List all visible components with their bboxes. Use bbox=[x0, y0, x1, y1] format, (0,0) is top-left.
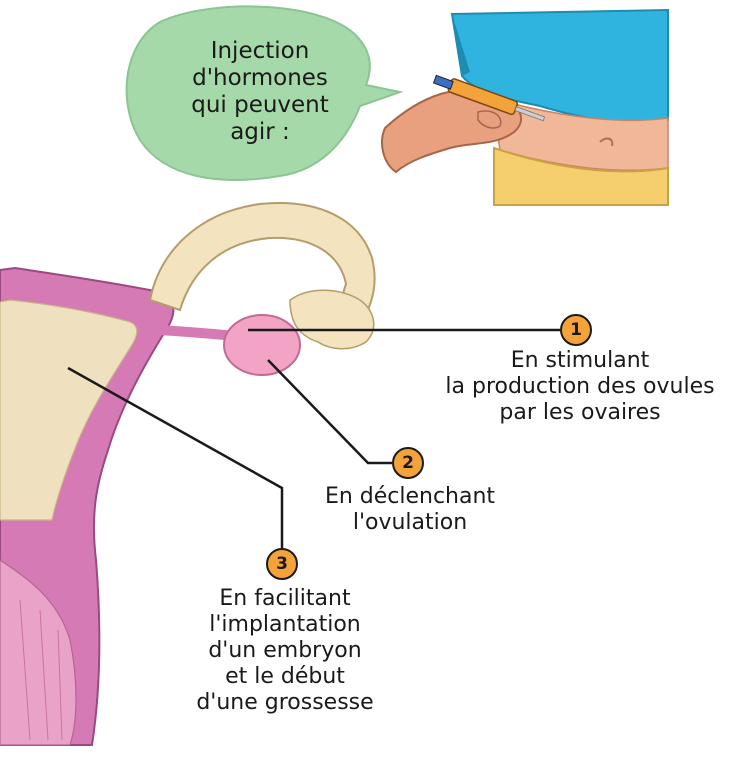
callout-badge-1: 1 bbox=[560, 314, 592, 346]
callout-text-3: En facilitant l'implantation d'un embryo… bbox=[175, 586, 395, 716]
callout-badge-3: 3 bbox=[266, 548, 298, 580]
callout-line: l'ovulation bbox=[300, 510, 520, 536]
bubble-line: d'hormones bbox=[140, 65, 380, 92]
callout-text-2: En déclenchant l'ovulation bbox=[300, 484, 520, 536]
callout-line: En déclenchant bbox=[300, 484, 520, 510]
callout-line: la production des ovules bbox=[430, 374, 730, 400]
bubble-line: Injection bbox=[140, 38, 380, 65]
leader-line-2 bbox=[268, 360, 392, 463]
callout-line: En stimulant bbox=[430, 348, 730, 374]
callout-line: d'une grossesse bbox=[175, 690, 395, 716]
callout-line: par les ovaires bbox=[430, 400, 730, 426]
bubble-text: Injection d'hormones qui peuvent agir : bbox=[140, 38, 380, 146]
callout-text-1: En stimulant la production des ovules pa… bbox=[430, 348, 730, 426]
syringe-illustration bbox=[382, 10, 668, 205]
bubble-line: agir : bbox=[140, 119, 380, 146]
callout-line: d'un embryon bbox=[175, 638, 395, 664]
callout-line: et le début bbox=[175, 664, 395, 690]
callout-badge-2: 2 bbox=[392, 447, 424, 479]
callout-line: En facilitant bbox=[175, 586, 395, 612]
callout-line: l'implantation bbox=[175, 612, 395, 638]
bubble-line: qui peuvent bbox=[140, 92, 380, 119]
